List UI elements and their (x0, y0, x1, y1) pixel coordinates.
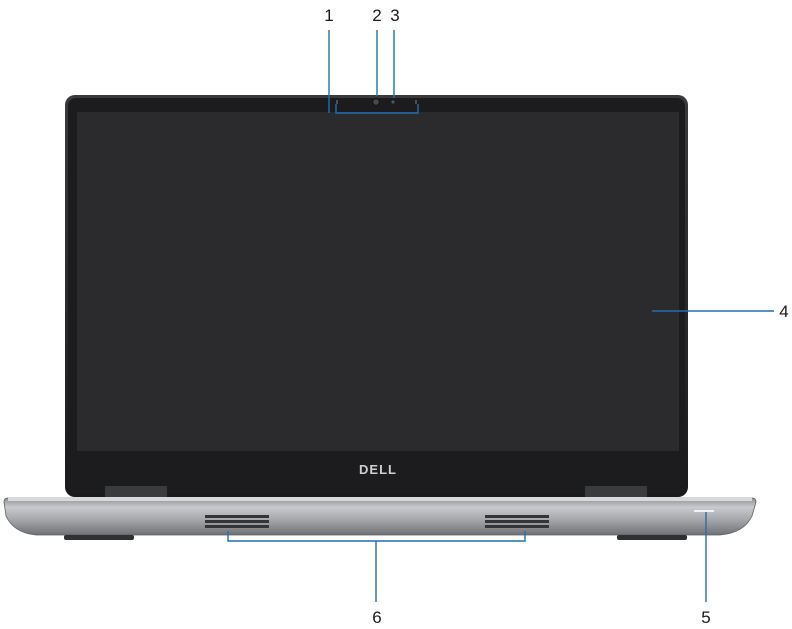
callout-3: 3 (390, 6, 399, 25)
hinge-left (105, 486, 167, 498)
dell-logo: DELL (359, 462, 397, 477)
display-panel (77, 112, 679, 451)
speaker-grille-right (485, 515, 549, 528)
callout-4: 4 (779, 302, 788, 321)
camera (373, 99, 379, 105)
microphone-left (336, 100, 338, 104)
foot-left (64, 535, 134, 540)
speaker-grille-left (205, 515, 269, 528)
base-chassis (4, 498, 756, 535)
callout-5: 5 (701, 608, 710, 627)
hinge-right (585, 486, 647, 498)
microphone-right (415, 100, 417, 104)
callout-2: 2 (372, 6, 381, 25)
base-top-edge (8, 497, 752, 501)
callout-6: 6 (372, 608, 381, 627)
foot-right (617, 535, 687, 540)
power-status-light (694, 510, 714, 512)
camera-status-light (391, 100, 394, 103)
callout-1: 1 (324, 6, 333, 25)
